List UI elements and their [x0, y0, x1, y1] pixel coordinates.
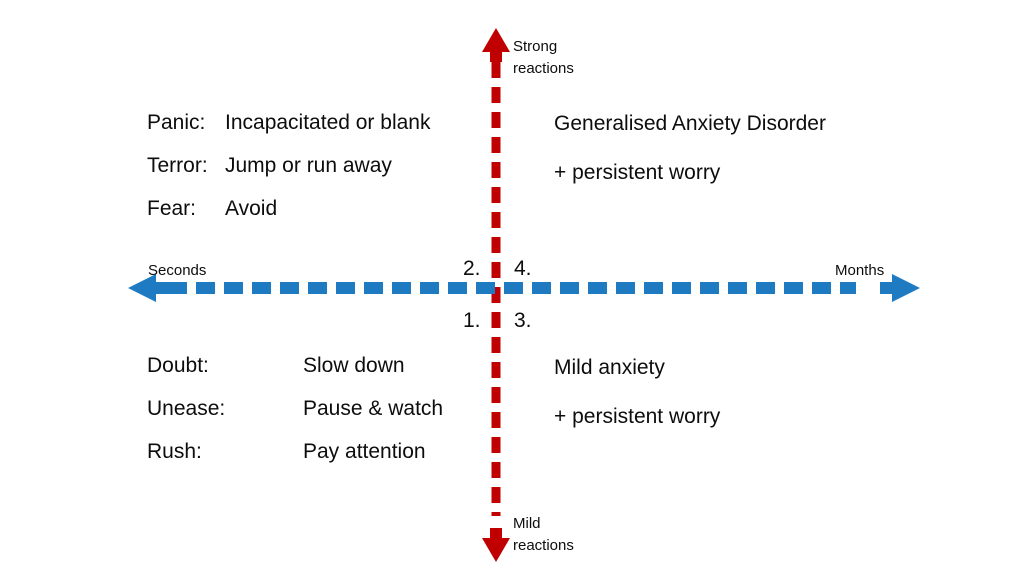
quadrant-row: Fear: Avoid: [147, 198, 430, 219]
horizontal-axis: [128, 274, 920, 302]
quadrant-row-desc: Avoid: [225, 197, 278, 220]
quadrant-top-right: Generalised Anxiety Disorder + persisten…: [554, 113, 826, 211]
quadrant-row: Unease: Pause & watch: [147, 398, 443, 419]
quadrant-row-term: Doubt:: [147, 354, 209, 377]
quadrant-number-lower-left: 1.: [463, 309, 481, 332]
axis-label-strong-reactions: Strong reactions: [513, 38, 574, 77]
quadrant-row-term: Panic:: [147, 111, 206, 134]
axis-label-months: Months: [835, 262, 885, 279]
axis-label-seconds: Seconds: [148, 262, 207, 279]
quadrant-row-desc: Jump or run away: [225, 154, 392, 177]
right-arrow-icon: [880, 274, 920, 302]
quadrant-bottom-left: Doubt: Slow down Unease: Pause & watch R…: [147, 355, 443, 484]
up-arrow-icon: [482, 28, 510, 62]
quadrant-row-desc: Pay attention: [303, 440, 426, 463]
quadrant-row-term: Rush:: [147, 440, 202, 463]
quadrant-row-term: Unease:: [147, 397, 226, 420]
quadrant-bottom-right: Mild anxiety + persistent worry: [554, 357, 720, 455]
quadrant-row-desc: Pause & watch: [303, 397, 444, 420]
vertical-axis: [482, 28, 510, 562]
quadrant-row: Panic: Incapacitated or blank: [147, 112, 430, 133]
quadrant-line: Mild anxiety: [554, 356, 665, 379]
quadrant-line: + persistent worry: [554, 161, 721, 184]
quadrant-row-term: Terror:: [147, 154, 208, 177]
quadrant-row-term: Fear:: [147, 197, 197, 220]
quadrant-line: Generalised Anxiety Disorder: [554, 112, 826, 135]
quadrant-number-upper-right: 4.: [514, 257, 532, 280]
quadrant-number-upper-left: 2.: [463, 257, 481, 280]
quadrant-row-desc: Slow down: [303, 354, 405, 377]
left-arrow-icon: [128, 274, 168, 302]
quadrant-top-left: Panic: Incapacitated or blank Terror: Ju…: [147, 112, 430, 241]
down-arrow-icon: [482, 528, 510, 562]
quadrant-number-lower-right: 3.: [514, 309, 532, 332]
quadrant-row-desc: Incapacitated or blank: [225, 111, 431, 134]
quadrant-row: Terror: Jump or run away: [147, 155, 430, 176]
axis-label-mild-reactions: Mild reactions: [513, 515, 574, 554]
quadrant-line: + persistent worry: [554, 405, 721, 428]
quadrant-row: Rush: Pay attention: [147, 441, 443, 462]
quadrant-row: Doubt: Slow down: [147, 355, 443, 376]
